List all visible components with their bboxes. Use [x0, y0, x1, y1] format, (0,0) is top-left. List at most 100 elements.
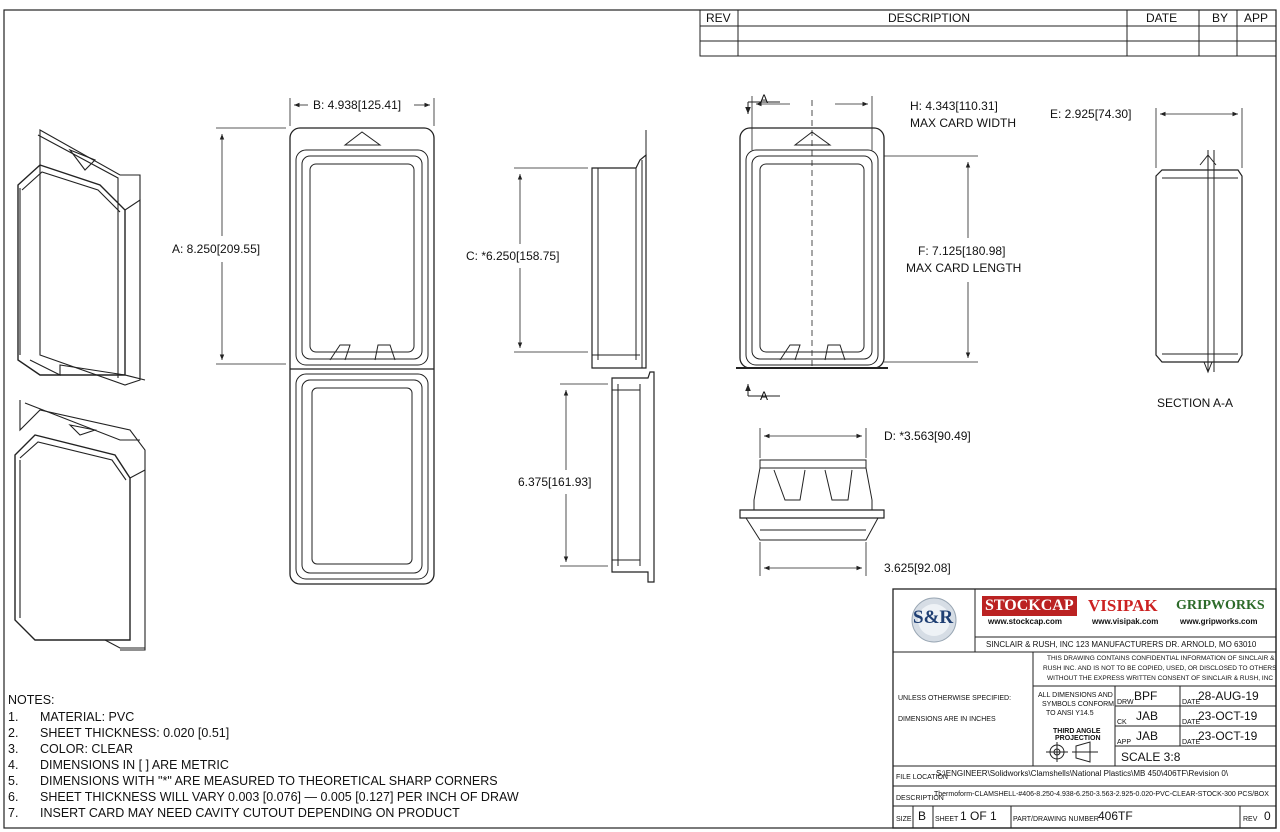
note-number: 4.: [8, 758, 19, 772]
note-number: 7.: [8, 806, 19, 820]
note-text: INSERT CARD MAY NEED CAVITY CUTOUT DEPEN…: [40, 806, 460, 820]
ansi-line: ALL DIMENSIONS AND: [1038, 692, 1113, 699]
part-number: 406TF: [1098, 809, 1133, 823]
note-text: SHEET THICKNESS: 0.020 [0.51]: [40, 726, 230, 740]
note-number: 5.: [8, 774, 19, 788]
size: B: [918, 809, 927, 823]
card-view: [736, 100, 888, 369]
notes-title: NOTES:: [8, 693, 55, 707]
visipak-url: www.visipak.com: [1092, 617, 1159, 626]
dimension-a-lines: [216, 127, 286, 365]
approval-date-label: DATE: [1182, 699, 1201, 706]
dimension-f-label: F: 7.125[180.98]: [918, 244, 1006, 258]
stockcap-logo: STOCKCAP: [982, 596, 1077, 616]
note-number: 6.: [8, 790, 19, 804]
scale: SCALE 3:8: [1121, 750, 1181, 764]
top-view: [739, 459, 885, 541]
third-angle-projection-icon: [1046, 741, 1098, 763]
confidential-line: RUSH INC. AND IS NOT TO BE COPIED, USED,…: [1043, 665, 1277, 672]
dimension-b-lines: [289, 98, 435, 126]
note-text: DIMENSIONS IN [ ] ARE METRIC: [40, 758, 229, 772]
dimension-d-lines: [759, 428, 867, 458]
front-view: [289, 127, 435, 585]
dimensions-inches: DIMENSIONS ARE IN INCHES: [898, 716, 996, 723]
file-location: S:\ENGINEER\Solidworks\Clamshells\Nation…: [936, 769, 1229, 778]
approval-label: APP: [1117, 739, 1132, 746]
sheet-label: SHEET: [935, 816, 959, 823]
dimension-c-label: C: *6.250[158.75]: [466, 249, 560, 263]
note-text: SHEET THICKNESS WILL VARY 0.003 [0.076] …: [40, 790, 519, 804]
confidential-line: WITHOUT THE EXPRESS WRITTEN CONSENT OF S…: [1047, 675, 1274, 682]
sr-logo: S&R: [913, 607, 954, 628]
dimension-d-label: D: *3.563[90.49]: [884, 429, 971, 443]
confidential-line: THIS DRAWING CONTAINS CONFIDENTIAL INFOR…: [1047, 655, 1275, 662]
note-text: MATERIAL: PVC: [40, 710, 135, 724]
stockcap-url: www.stockcap.com: [988, 617, 1062, 626]
dimension-f-note: MAX CARD LENGTH: [906, 261, 1022, 275]
dimension-d2-lines: [759, 542, 867, 576]
section-arrows: [745, 101, 780, 397]
note-number: 2.: [8, 726, 19, 740]
isometric-view-top: [17, 129, 146, 386]
side-view-bottom: [611, 371, 655, 583]
dimension-d2-label: 3.625[92.08]: [884, 561, 951, 575]
dimension-h-label: H: 4.343[110.31]: [910, 99, 998, 113]
rev-value: 0: [1264, 809, 1271, 823]
gripworks-logo: GRIPWORKS: [1176, 598, 1265, 613]
approval-date: 28-AUG-19: [1198, 689, 1259, 703]
projection-line: PROJECTION: [1055, 735, 1101, 742]
approval-label: CK: [1117, 719, 1127, 726]
section-label: SECTION A-A: [1157, 396, 1234, 410]
approval-who: BPF: [1134, 689, 1158, 703]
approval-date: 23-OCT-19: [1198, 709, 1258, 723]
dimension-e-lines: [1155, 108, 1243, 168]
rev-header-rev: REV: [706, 11, 731, 25]
title-block-grid: [892, 588, 1277, 829]
rev-header-by: BY: [1212, 11, 1229, 25]
file-location-label: FILE LOCATION: [896, 774, 948, 781]
dimension-f-lines: [884, 155, 978, 363]
note-number: 1.: [8, 710, 19, 724]
side-view-top: [591, 130, 647, 369]
approval-who: JAB: [1136, 709, 1159, 723]
section-a-a-view: [1155, 150, 1243, 374]
ansi-line: SYMBOLS CONFORM: [1042, 701, 1114, 708]
dimension-c-lines: [514, 167, 588, 353]
unless-specified: UNLESS OTHERWISE SPECIFIED:: [898, 695, 1012, 702]
projection-line: THIRD ANGLE: [1053, 728, 1101, 735]
approval-label: DRW: [1117, 699, 1134, 706]
approval-date-label: DATE: [1182, 719, 1201, 726]
dimension-c2-label: 6.375[161.93]: [518, 475, 592, 489]
rev-header-app: APP: [1244, 11, 1269, 25]
dimension-c2-lines: [560, 383, 608, 567]
company-address: SINCLAIR & RUSH, INC 123 MANUFACTURERS D…: [986, 640, 1257, 649]
ansi-line: TO ANSI Y14.5: [1046, 710, 1094, 717]
dimension-b-label: B: 4.938[125.41]: [313, 98, 402, 112]
dimension-e-label: E: 2.925[74.30]: [1050, 107, 1132, 121]
rev-header-date: DATE: [1146, 11, 1178, 25]
visipak-logo: VISIPAK: [1088, 596, 1158, 615]
section-marker-bottom: A: [760, 389, 769, 403]
size-label: SIZE: [896, 816, 912, 823]
note-text: COLOR: CLEAR: [40, 742, 134, 756]
rev-header-description: DESCRIPTION: [888, 11, 971, 25]
approval-date-label: DATE: [1182, 739, 1201, 746]
gripworks-url: www.gripworks.com: [1180, 617, 1258, 626]
approval-who: JAB: [1136, 729, 1159, 743]
note-text: DIMENSIONS WITH "*" ARE MEASURED TO THEO…: [40, 774, 498, 788]
sheet: 1 OF 1: [960, 809, 997, 823]
note-number: 3.: [8, 742, 19, 756]
sr-logo-mark: [911, 597, 957, 643]
rev-label: REV: [1243, 816, 1258, 823]
description: Thermoform-CLAMSHELL-#406-8.250-4.938-6.…: [934, 791, 1269, 798]
dimension-h-note: MAX CARD WIDTH: [910, 116, 1016, 130]
section-marker-top: A: [760, 92, 769, 106]
dimension-h-lines: [751, 96, 873, 150]
part-label: PART/DRAWING NUMBER: [1013, 816, 1099, 823]
approval-date: 23-OCT-19: [1198, 729, 1258, 743]
isometric-view-bottom: [14, 400, 146, 651]
revision-table: [699, 9, 1277, 57]
dimension-a-label: A: 8.250[209.55]: [172, 242, 261, 256]
description-label: DESCRIPTION: [896, 795, 944, 802]
